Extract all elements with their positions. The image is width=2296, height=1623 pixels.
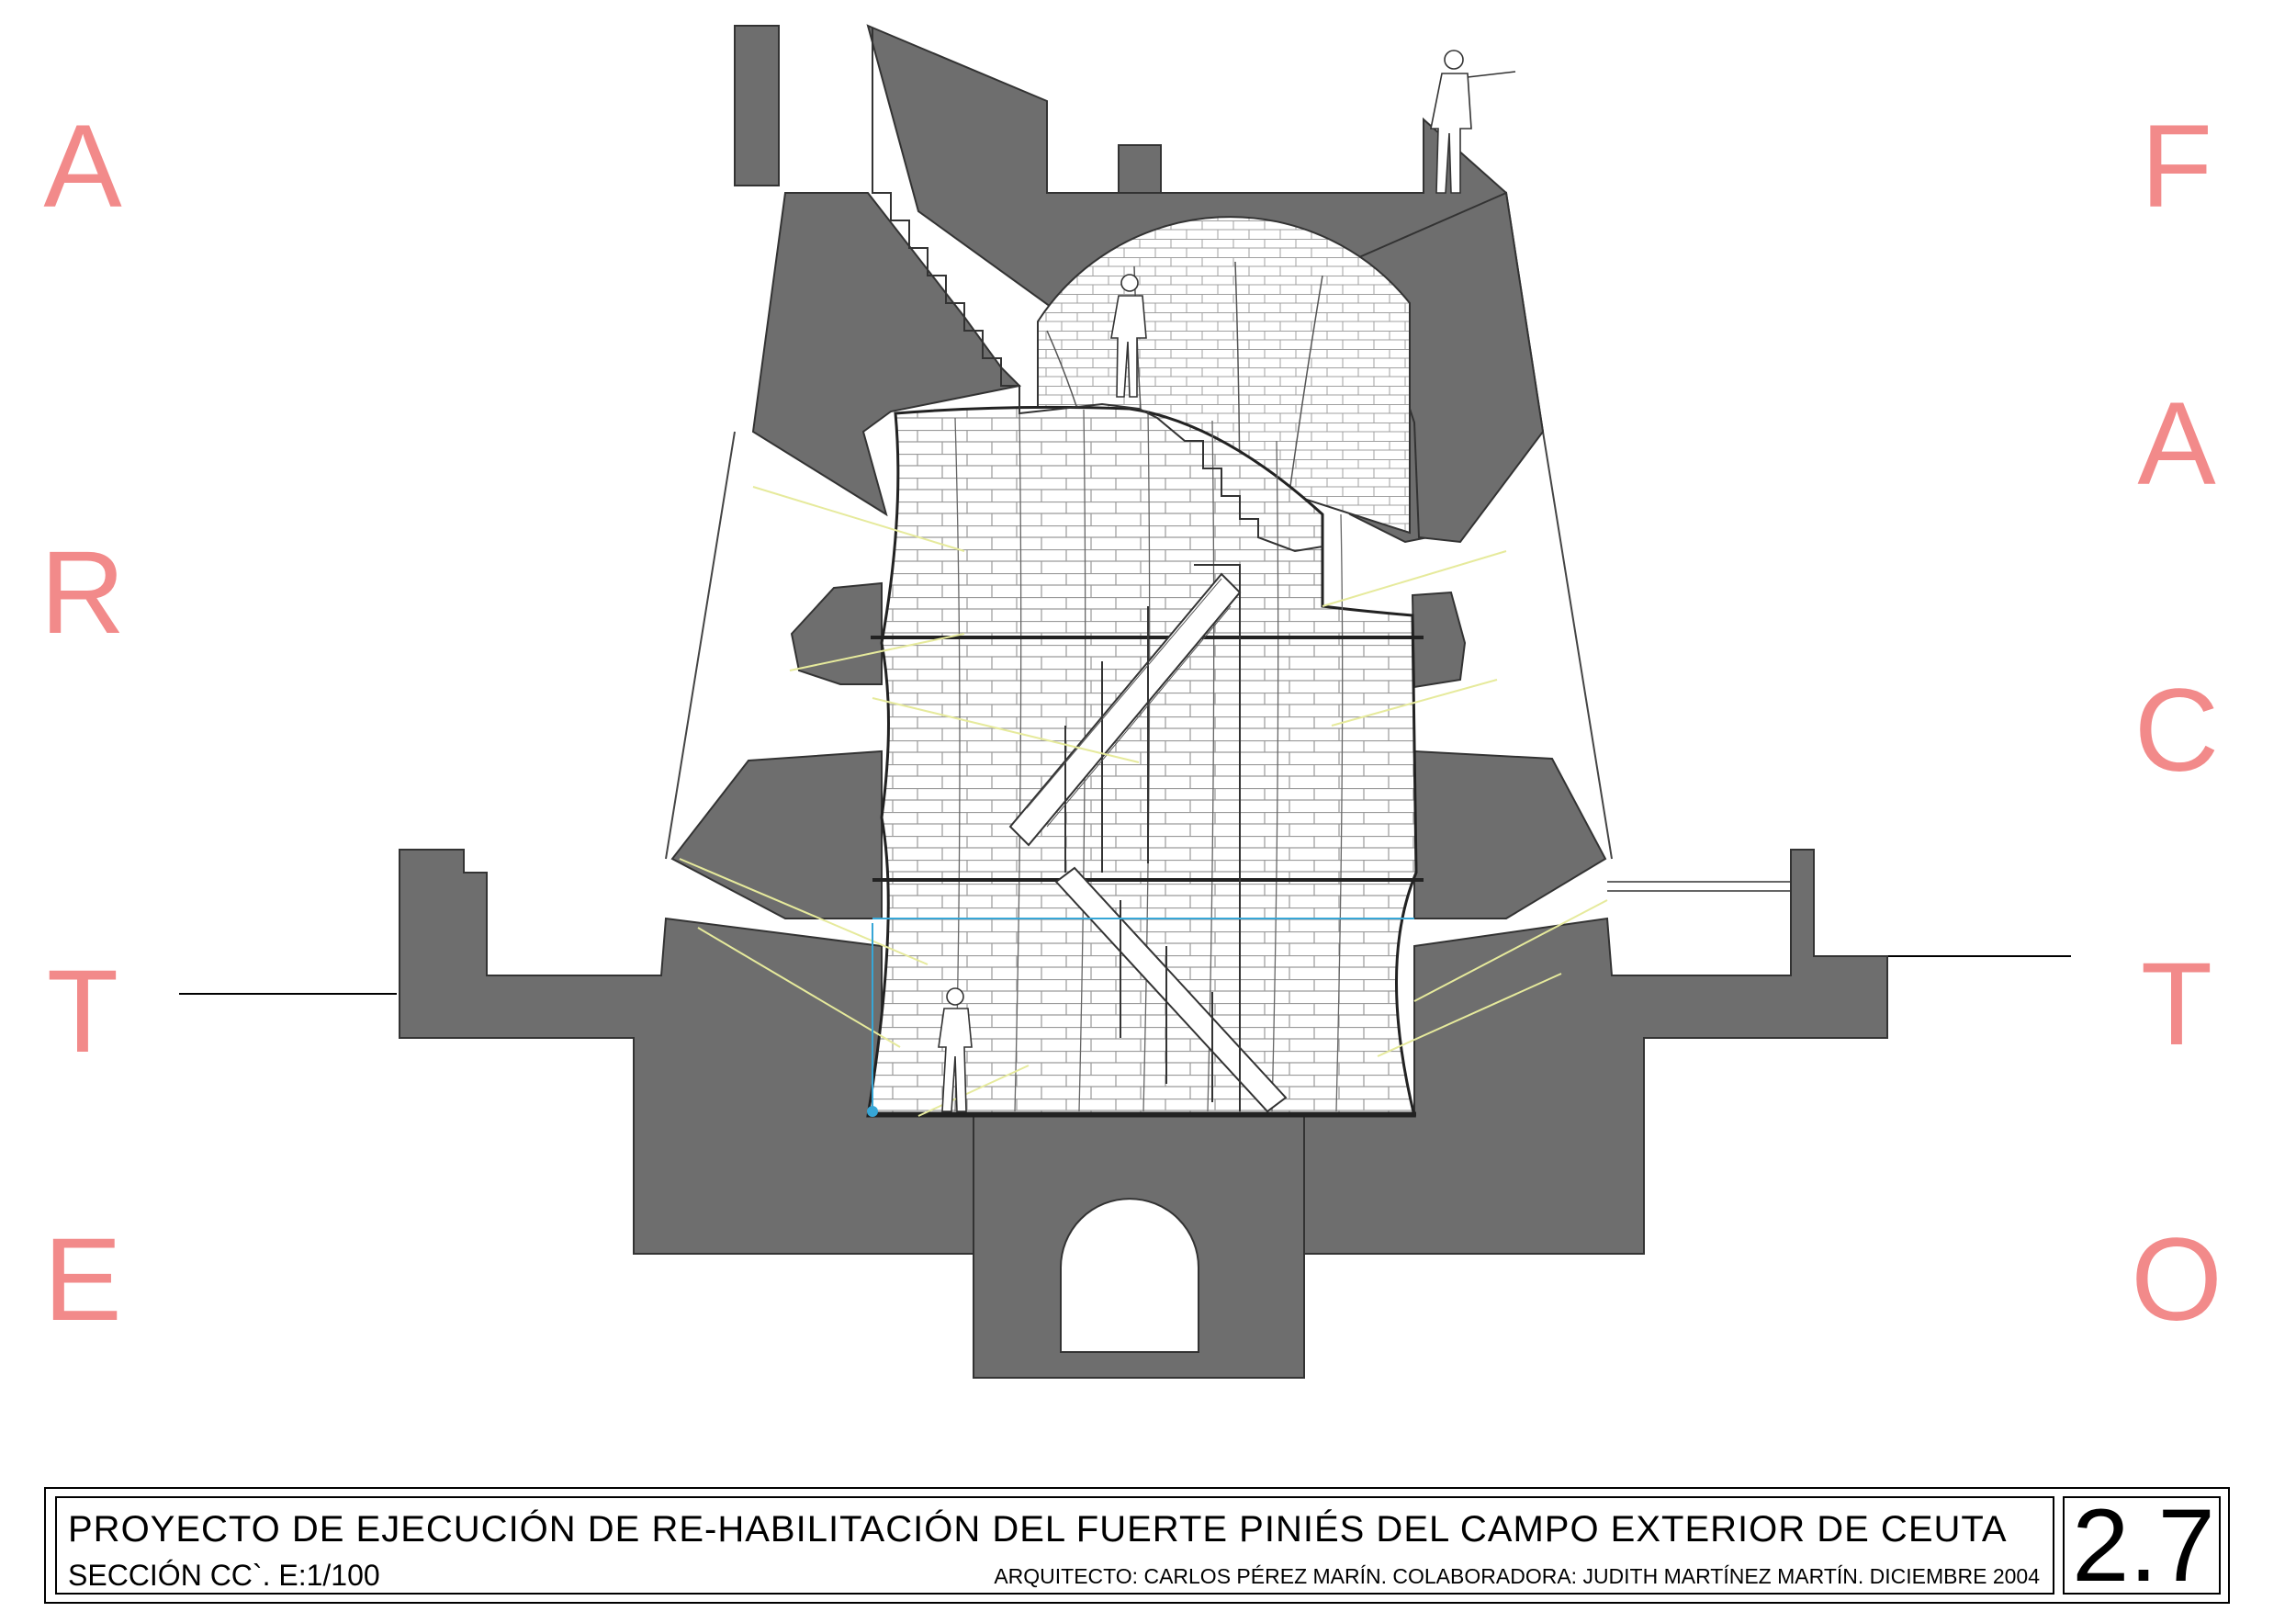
side-letter-r: R: [39, 527, 126, 659]
tower-outline: [665, 431, 1613, 860]
light-rays: [679, 486, 1608, 1117]
title-block: PROYECTO DE EJECUCIÓN DE RE-HABILITACIÓN…: [44, 1487, 2230, 1604]
project-title: PROYECTO DE EJECUCIÓN DE RE-HABILITACIÓN…: [68, 1509, 2008, 1550]
side-letter-e: E: [43, 1214, 122, 1346]
water-line: [867, 918, 1414, 1117]
person-figure-dome: [1110, 274, 1147, 398]
section-label: SECCIÓN CC`. E:1/100: [68, 1559, 380, 1592]
side-letter-t: T: [46, 946, 119, 1077]
person-figure-top: [1430, 50, 1516, 194]
side-letter-c: C: [2133, 665, 2220, 796]
side-letter-f: F: [2140, 101, 2213, 232]
person-figure-bottom: [938, 987, 973, 1112]
credits-line: ARQUITECTO: CARLOS PÉREZ MARÍN. COLABORA…: [994, 1564, 2040, 1588]
interior-stair: [1008, 564, 1288, 1113]
side-letter-a: A: [43, 101, 122, 232]
title-info-box: PROYECTO DE EJECUCIÓN DE RE-HABILITACIÓN…: [55, 1496, 2054, 1595]
upper-stair: [872, 28, 1323, 553]
side-letter-o: O: [2131, 1214, 2223, 1346]
right-channel: [1607, 881, 1791, 892]
side-letter-a2: A: [2137, 378, 2216, 510]
side-letter-t2: T: [2140, 939, 2213, 1070]
wall-mass: [399, 24, 1888, 1379]
brick-shaft: [866, 405, 1424, 1118]
sheet-number-box: 2.7: [2063, 1488, 2221, 1603]
sheet-number: 2.7: [2072, 1488, 2215, 1603]
